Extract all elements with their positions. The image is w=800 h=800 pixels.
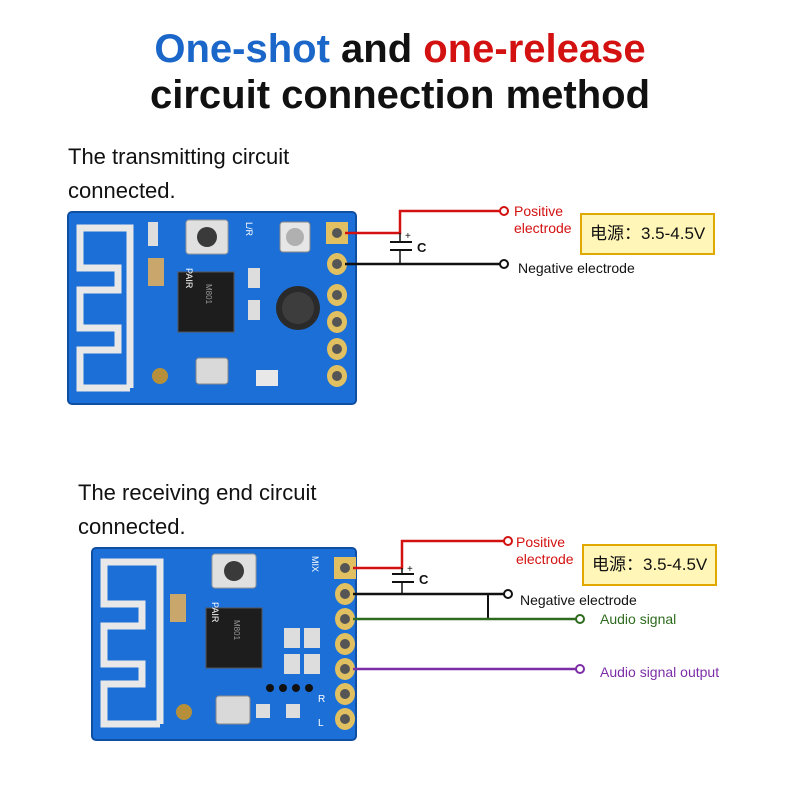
title-and: and <box>329 27 424 71</box>
title-one-release: one-release <box>423 27 646 71</box>
pair-mark: PAIR <box>210 602 220 623</box>
r-mark: R <box>318 694 325 705</box>
page-title-line1: One-shot and one-release <box>0 26 800 72</box>
transmitter-board: PAIR L/R M801 <box>67 211 357 405</box>
chip-mark: M801 <box>232 620 241 641</box>
rx-capacitor-label: C <box>419 572 429 587</box>
pcb-antenna-trace <box>100 558 164 728</box>
receiver-chip <box>205 607 263 669</box>
receiver-caption-line2: connected. <box>78 514 186 539</box>
receiver-caption-line1: The receiving end circuit <box>78 480 317 505</box>
tx-positive-label: Positive electrode <box>514 203 572 236</box>
pair-button-icon <box>197 227 217 247</box>
receiver-pads <box>334 557 356 730</box>
pcb-antenna-trace <box>76 224 134 392</box>
pair-button-icon <box>224 561 244 581</box>
title-one-shot: One-shot <box>154 27 330 71</box>
svg-text:+: + <box>407 564 413 575</box>
page-title-line2: circuit connection method <box>149 73 651 117</box>
transmitter-wiring: + C <box>345 206 509 269</box>
transmitter-caption-line1: The transmitting circuit <box>68 144 290 169</box>
l-mark: L <box>318 718 324 729</box>
rx-positive-wire <box>353 539 504 570</box>
mix-mark: MIX <box>310 556 320 572</box>
receiver-test-points <box>266 684 313 692</box>
rx-audio-signal-label: Audio signal <box>600 611 677 627</box>
lr-mark: L/R <box>244 222 254 237</box>
rx-positive-label: Positive electrode <box>516 534 574 567</box>
transmitter-caption-line2: connected. <box>68 178 176 203</box>
receiver-caption: The receiving end circuit connected. <box>78 476 316 544</box>
receiver-wiring: + C <box>353 536 585 674</box>
chip-mark: M801 <box>204 284 213 305</box>
pair-mark: PAIR <box>184 268 194 289</box>
tx-positive-wire <box>345 209 500 235</box>
rx-power-box: 电源：3.5-4.5V <box>582 544 718 586</box>
rx-negative-label: Negative electrode <box>520 592 637 608</box>
tx-power-box: 电源：3.5-4.5V <box>580 213 716 255</box>
tx-negative-label: Negative electrode <box>518 260 635 276</box>
transmitter-caption: The transmitting circuit connected. <box>68 140 289 208</box>
transmitter-chip <box>177 271 235 333</box>
svg-text:+: + <box>405 231 411 242</box>
transmitter-pads <box>326 222 348 387</box>
tx-capacitor-label: C <box>417 240 427 255</box>
rx-audio-output-label: Audio signal output <box>600 664 720 680</box>
receiver-board: PAIR MIX M801 R L <box>91 547 357 741</box>
